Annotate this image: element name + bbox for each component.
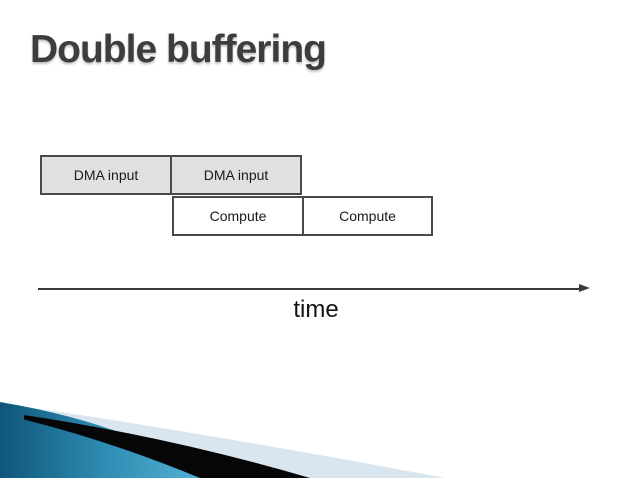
compute-box-2: Compute [302,196,433,236]
compute-row: Compute Compute [172,196,433,236]
decorative-swoosh [0,402,445,478]
time-axis-label: time [293,296,339,323]
time-axis-line [38,288,581,290]
swoosh-black-stripe [24,415,310,478]
time-axis-arrowhead-icon [579,284,590,292]
compute-box-1: Compute [172,196,304,236]
dma-input-row: DMA input DMA input [40,155,302,195]
dma-input-box-1: DMA input [40,155,172,195]
slide-title: Double buffering [30,28,327,71]
dma-input-box-2: DMA input [170,155,302,195]
